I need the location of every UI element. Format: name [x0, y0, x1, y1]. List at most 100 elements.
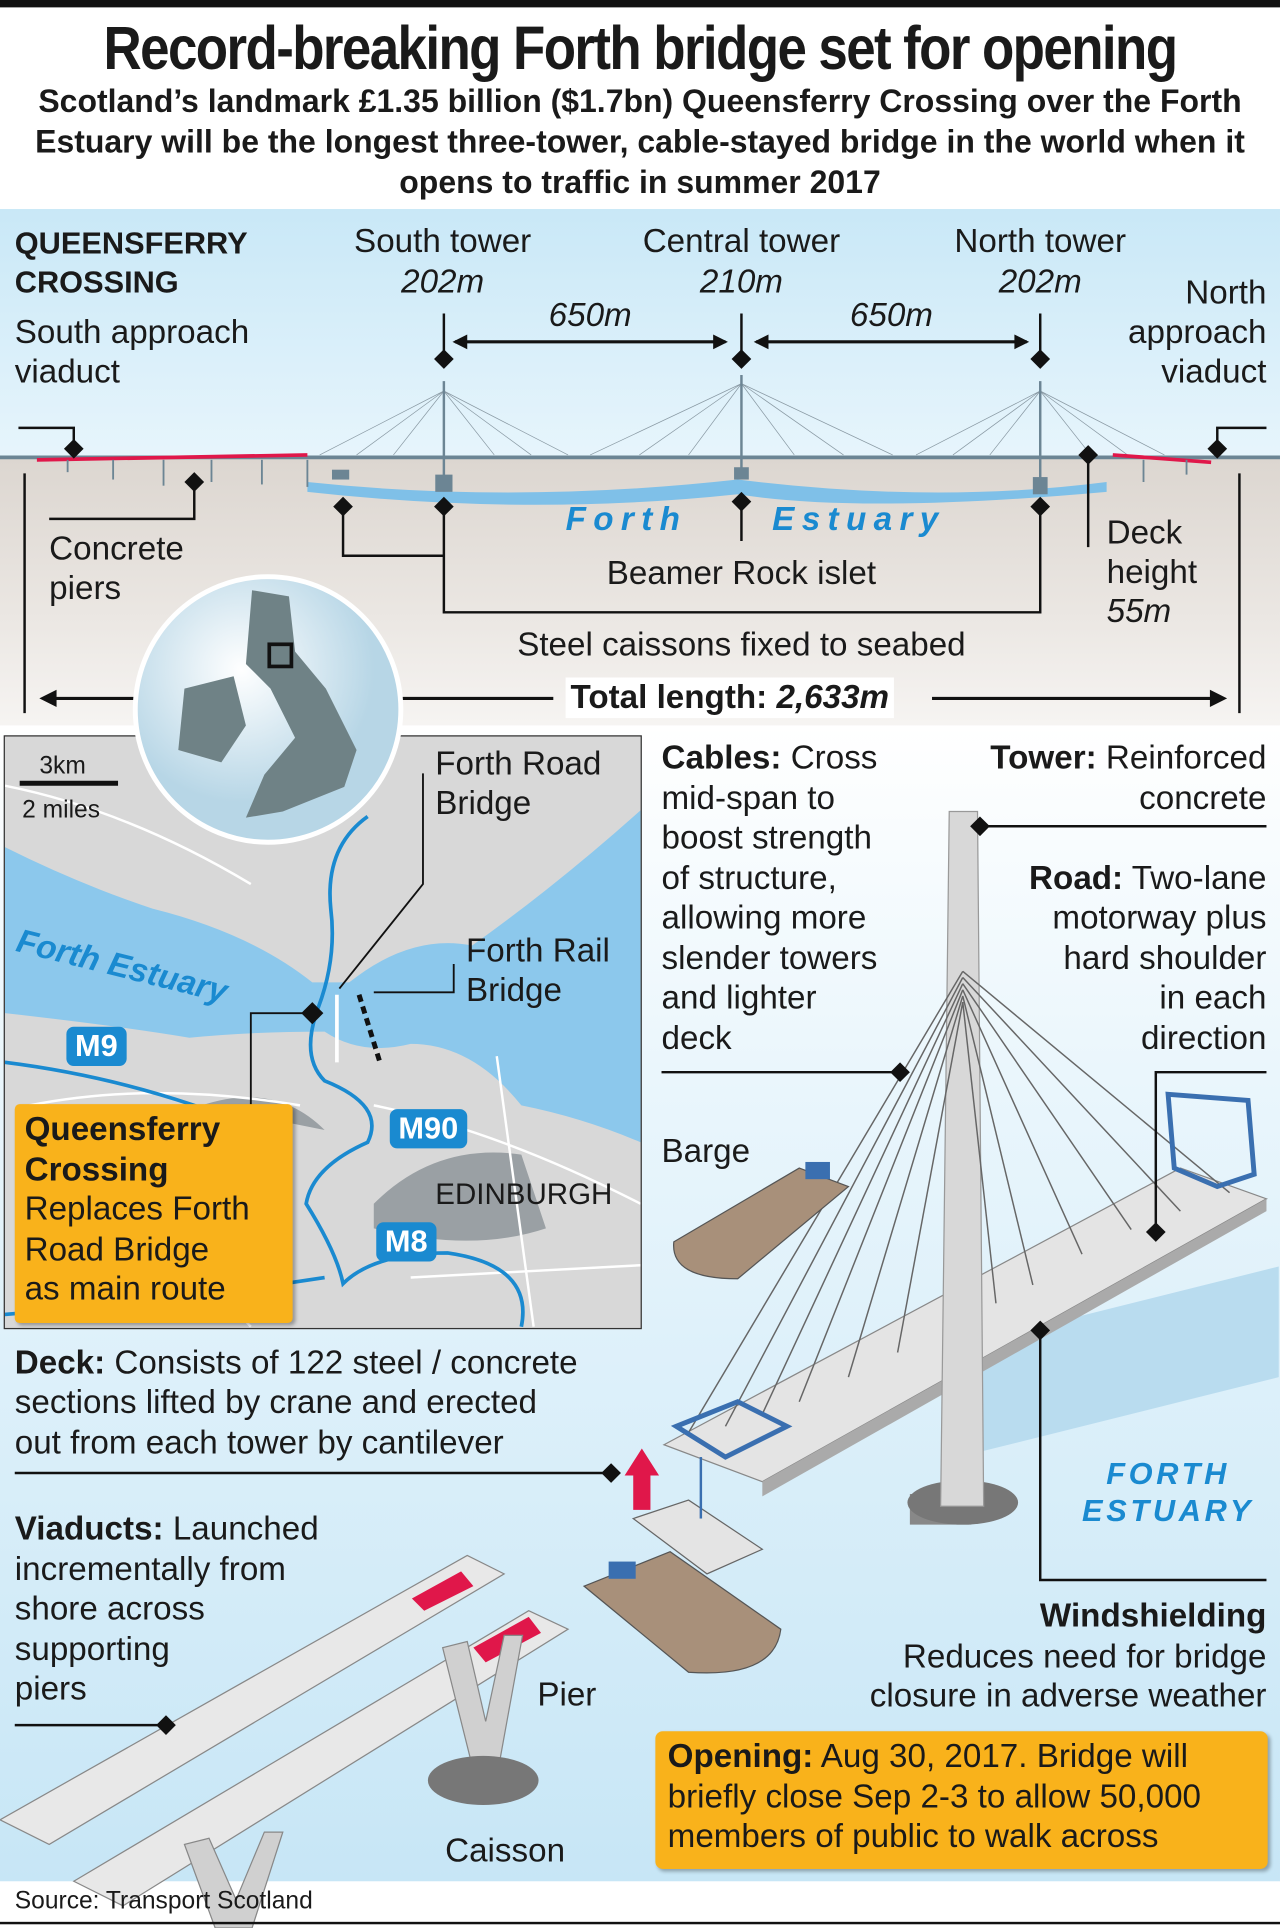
deck-height-line1: Deck	[1106, 513, 1183, 551]
crossing-marker-icon	[301, 1002, 324, 1025]
estuary-3d-line1: FORTH	[1106, 1457, 1230, 1492]
cables-3d	[687, 970, 1231, 1433]
opening-text: Aug 30, 2017. Bridge will briefly close …	[667, 1737, 1202, 1855]
forth-road-bridge-line2: Bridge	[435, 784, 532, 822]
concrete-piers-line2: piers	[49, 569, 122, 607]
estuary-3d-line2: ESTUARY	[1082, 1493, 1255, 1529]
callout-title-line2: Crossing	[24, 1150, 169, 1188]
caisson-label: Caisson	[445, 1832, 566, 1869]
piers	[66, 459, 1188, 487]
ireland-shape	[178, 676, 246, 763]
queensferry-callout: Queensferry Crossing Replaces Forth Road…	[14, 1104, 293, 1324]
windshield-text-line2: closure in adverse weather	[869, 1677, 1267, 1715]
opening-callout: Opening: Aug 30, 2017. Bridge will brief…	[655, 1731, 1268, 1869]
opening-title: Opening:	[667, 1737, 814, 1775]
viaduct-2	[72, 1610, 570, 1907]
south-tower-label: South tower	[354, 222, 532, 260]
road-m8: M8	[376, 1222, 437, 1262]
marker-diamonds	[63, 349, 1228, 517]
viaducts-text-line5: piers	[14, 1669, 87, 1707]
deck-height-line2: height	[1106, 553, 1198, 591]
tower-note: Tower: Reinforced	[898, 738, 1267, 778]
deck-section-lifted	[631, 1499, 764, 1575]
callout-text-line1: Replaces Forth	[24, 1190, 250, 1228]
deck-text-line3: out from each tower by cantilever	[14, 1423, 504, 1461]
scale-km: 3km	[39, 752, 86, 780]
viaducts-note: Viaducts: Launched	[15, 1509, 319, 1549]
windshield-text-line1: Reduces need for bridge	[902, 1637, 1267, 1675]
deck-height-value: 55m	[1106, 592, 1172, 630]
barge-cabin	[805, 1161, 830, 1180]
total-length: Total length: 2,633m	[565, 677, 895, 718]
forth-road-bridge-line1: Forth Road	[435, 745, 602, 783]
cables-text-line2: mid-span to	[661, 779, 835, 817]
total-length-label: Total length:	[570, 678, 768, 716]
launch-arrow-1-icon	[411, 1571, 474, 1611]
crossing-heading-line2: CROSSING	[14, 265, 179, 301]
deck-title: Deck:	[14, 1343, 106, 1381]
bottom-rule	[0, 1921, 1280, 1925]
cables-note: Cables: Cross	[662, 738, 878, 778]
viaducts-text-line1: Launched	[172, 1509, 319, 1547]
south-tower-height: 202m	[401, 263, 485, 301]
tower-text-line1: Reinforced	[1105, 738, 1267, 776]
viaducts-text-line2: incrementally from	[14, 1550, 286, 1588]
north-viaduct-line2: approach	[1128, 313, 1267, 351]
cables-text-line8: deck	[661, 1019, 732, 1057]
concrete-piers-line1: Concrete	[49, 529, 184, 567]
road-text-line2: motorway plus	[1052, 898, 1267, 936]
span-arrows	[43, 340, 1224, 700]
approach-viaducts	[36, 453, 1212, 465]
callout-text-line3: as main route	[24, 1270, 226, 1308]
viaducts-text-line3: shore across	[14, 1589, 205, 1627]
road-text-line1: Two-lane	[1131, 859, 1267, 897]
road-note: Road: Two-lane	[898, 858, 1267, 898]
cables-text-line7: and lighter	[661, 978, 817, 1016]
crossing-heading-line1: QUEENSFERRY	[14, 226, 248, 261]
estuary-label-right: Estuary	[772, 500, 946, 538]
callout-text-line2: Road Bridge	[24, 1230, 210, 1268]
viaducts-title: Viaducts:	[14, 1509, 164, 1547]
stay-cables	[319, 383, 1165, 456]
caissons-label: Steel caissons fixed to seabed	[517, 625, 966, 663]
cables-text-line4: of structure,	[661, 859, 837, 897]
viaduct-1	[0, 1554, 506, 1846]
pier-label: Pier	[537, 1675, 597, 1713]
deck-note: Deck: Consists of 122 steel / concrete	[15, 1343, 578, 1383]
tower-text-line2: concrete	[1139, 779, 1267, 817]
road-m90: M90	[389, 1109, 467, 1149]
estuary-water	[307, 479, 1107, 505]
north-viaduct-line1: North	[1185, 274, 1267, 312]
top-rule	[0, 0, 1280, 8]
cables-text-line6: slender towers	[661, 939, 878, 977]
great-britain-shape	[245, 590, 357, 818]
north-tower-label: North tower	[954, 222, 1127, 260]
subheadline: Scotland’s landmark £1.35 billion ($1.7b…	[35, 82, 1245, 201]
caissons	[331, 467, 1048, 495]
city-edinburgh: EDINBURGH	[435, 1177, 613, 1212]
central-tower-label: Central tower	[642, 222, 841, 260]
pier-caisson	[427, 1755, 539, 1806]
cables-text-line3: boost strength	[661, 818, 872, 856]
map-leaders	[249, 773, 455, 1106]
beamer-rock-label: Beamer Rock islet	[606, 554, 877, 592]
south-viaduct-line1: South approach	[14, 313, 250, 351]
locator-box-icon	[267, 642, 294, 669]
crane-south	[670, 1399, 793, 1460]
north-viaduct-line3: viaduct	[1161, 352, 1267, 390]
callout-title-line1: Queensferry	[24, 1110, 221, 1148]
towers	[442, 375, 1042, 486]
estuary-label-left: Forth	[565, 500, 688, 538]
deck-text-line1: Consists of 122 steel / concrete	[114, 1343, 578, 1381]
lift-arrow-icon	[624, 1448, 660, 1510]
road-text-line4: in each	[1159, 978, 1267, 1016]
central-tower-height: 210m	[699, 263, 783, 301]
road-text-line5: direction	[1140, 1019, 1267, 1057]
road-title: Road:	[1029, 859, 1124, 897]
cables-text-line1: Cross	[790, 738, 878, 776]
viaducts-text-line4: supporting	[14, 1630, 170, 1668]
south-viaduct-line2: viaduct	[14, 352, 120, 390]
forth-rail-bridge-line2: Bridge	[466, 971, 562, 1009]
